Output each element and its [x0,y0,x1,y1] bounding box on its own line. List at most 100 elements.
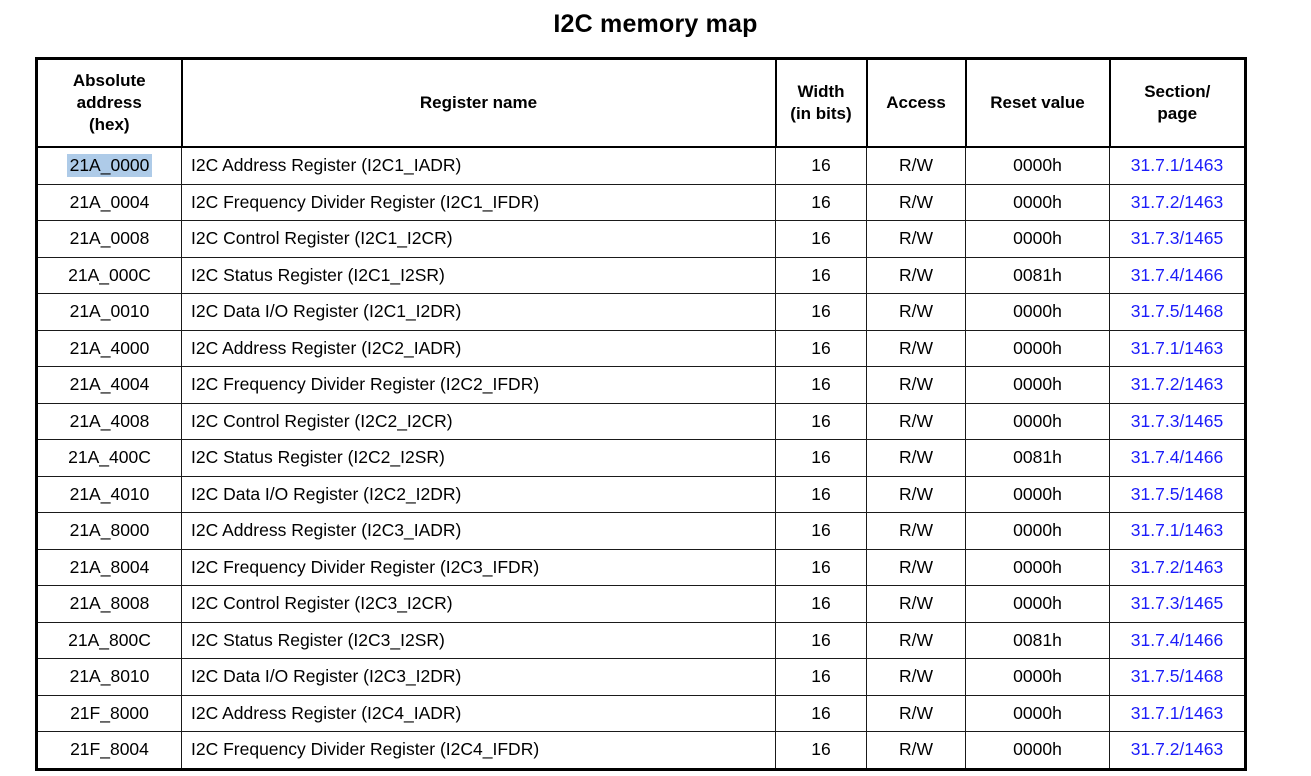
cell-absolute-address: 21A_4010 [36,475,182,513]
address-text: 21A_4008 [69,410,150,431]
cell-width: 16 [775,366,867,404]
width-text: 16 [811,520,831,541]
cell-access: R/W [866,183,966,221]
cell-absolute-address: 21A_8004 [36,548,182,586]
cell-width: 16 [775,548,867,586]
section-page-link[interactable]: 31.7.1/1463 [1130,520,1224,541]
access-text: R/W [898,301,934,322]
section-page-link[interactable]: 31.7.4/1466 [1130,264,1224,285]
cell-register-name: I2C Address Register (I2C4_IADR) [181,694,776,732]
cell-reset-value: 0081h [965,439,1110,477]
cell-width: 16 [775,621,867,659]
cell-reset-value: 0000h [965,220,1110,258]
cell-section-page: 31.7.2/1463 [1109,366,1246,404]
width-text: 16 [811,447,831,468]
address-text: 21A_0004 [69,191,150,212]
cell-width: 16 [775,183,867,221]
address-text: 21F_8000 [70,702,149,723]
address-text: 21A_8004 [69,556,150,577]
reset-value-text: 0000h [1013,301,1062,322]
cell-section-page: 31.7.1/1463 [1109,694,1246,732]
cell-access: R/W [866,658,966,696]
register-name-text: I2C Data I/O Register (I2C2_I2DR) [191,483,462,504]
cell-reset-value: 0000h [965,548,1110,586]
address-text: 21A_4004 [69,374,150,395]
address-text: 21A_4010 [69,483,150,504]
section-page-link[interactable]: 31.7.5/1468 [1130,301,1224,322]
i2c-memory-map-table: Absolute address (hex) Register name Wid… [35,57,1247,771]
cell-reset-value: 0081h [965,256,1110,294]
cell-register-name: I2C Status Register (I2C2_I2SR) [181,439,776,477]
section-page-link[interactable]: 31.7.2/1463 [1130,556,1224,577]
register-name-text: I2C Status Register (I2C2_I2SR) [191,447,445,468]
register-name-text: I2C Data I/O Register (I2C1_I2DR) [191,301,462,322]
section-page-link[interactable]: 31.7.3/1465 [1130,228,1224,249]
table-row: 21A_0010 I2C Data I/O Register (I2C1_I2D… [36,293,1246,331]
table-row: 21A_8008 I2C Control Register (I2C3_I2CR… [36,585,1246,623]
reset-value-text: 0000h [1013,191,1062,212]
width-text: 16 [811,374,831,395]
cell-reset-value: 0000h [965,694,1110,732]
width-text: 16 [811,191,831,212]
address-text: 21A_0008 [69,228,150,249]
width-text: 16 [811,556,831,577]
cell-absolute-address: 21A_8010 [36,658,182,696]
cell-access: R/W [866,548,966,586]
table-row: 21F_8000 I2C Address Register (I2C4_IADR… [36,694,1246,732]
access-text: R/W [898,374,934,395]
cell-absolute-address: 21A_400C [36,439,182,477]
section-page-link[interactable]: 31.7.4/1466 [1130,629,1224,650]
cell-reset-value: 0081h [965,621,1110,659]
section-page-link[interactable]: 31.7.3/1465 [1130,410,1224,431]
register-name-text: I2C Address Register (I2C4_IADR) [191,702,462,723]
cell-access: R/W [866,220,966,258]
column-header-access: Access [865,57,967,148]
reset-value-text: 0000h [1013,483,1062,504]
cell-width: 16 [775,256,867,294]
reset-value-text: 0000h [1013,593,1062,614]
section-page-link[interactable]: 31.7.5/1468 [1130,483,1224,504]
table-row: 21A_4010 I2C Data I/O Register (I2C2_I2D… [36,475,1246,513]
access-text: R/W [898,155,934,176]
cell-access: R/W [866,731,966,770]
table-row: 21A_4008 I2C Control Register (I2C2_I2CR… [36,402,1246,440]
width-text: 16 [811,337,831,358]
section-page-link[interactable]: 31.7.5/1468 [1130,666,1224,687]
cell-register-name: I2C Control Register (I2C2_I2CR) [181,402,776,440]
address-text: 21A_8008 [69,593,150,614]
cell-absolute-address: 21A_800C [36,621,182,659]
reset-value-text: 0081h [1013,629,1062,650]
cell-section-page: 31.7.1/1463 [1109,512,1246,550]
width-text: 16 [811,155,831,176]
reset-value-text: 0000h [1013,702,1062,723]
section-page-link[interactable]: 31.7.1/1463 [1130,337,1224,358]
section-page-link[interactable]: 31.7.1/1463 [1130,155,1224,176]
section-page-link[interactable]: 31.7.2/1463 [1130,739,1224,760]
section-page-link[interactable]: 31.7.2/1463 [1130,191,1224,212]
reset-value-text: 0000h [1013,228,1062,249]
section-page-link[interactable]: 31.7.1/1463 [1130,702,1224,723]
cell-absolute-address: 21A_0010 [36,293,182,331]
cell-reset-value: 0000h [965,512,1110,550]
cell-absolute-address: 21A_4008 [36,402,182,440]
width-text: 16 [811,410,831,431]
register-name-text: I2C Frequency Divider Register (I2C4_IFD… [191,739,540,760]
width-text: 16 [811,228,831,249]
section-page-link[interactable]: 31.7.4/1466 [1130,447,1224,468]
reset-value-text: 0000h [1013,556,1062,577]
access-text: R/W [898,337,934,358]
cell-width: 16 [775,585,867,623]
cell-reset-value: 0000h [965,293,1110,331]
address-text: 21F_8004 [70,739,149,760]
width-text: 16 [811,264,831,285]
access-text: R/W [898,447,934,468]
section-page-link[interactable]: 31.7.2/1463 [1130,374,1224,395]
access-text: R/W [898,228,934,249]
reset-value-text: 0000h [1013,520,1062,541]
reset-value-text: 0000h [1013,739,1062,760]
address-text: 21A_400C [68,447,151,468]
access-text: R/W [898,739,934,760]
register-name-text: I2C Control Register (I2C1_I2CR) [191,228,453,249]
cell-reset-value: 0000h [965,183,1110,221]
section-page-link[interactable]: 31.7.3/1465 [1130,593,1224,614]
